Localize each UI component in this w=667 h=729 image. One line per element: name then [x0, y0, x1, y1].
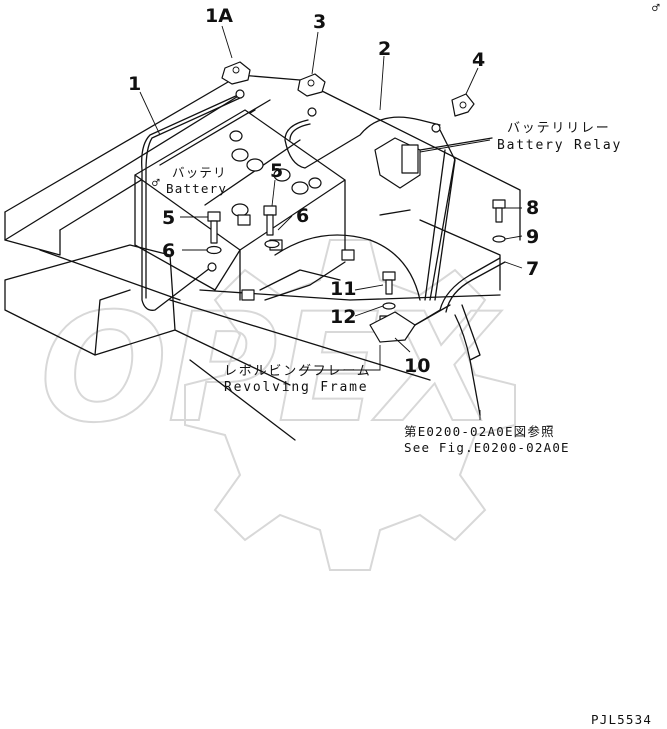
washer-9-icon	[492, 235, 506, 243]
callout-8: 8	[526, 197, 539, 219]
leader-lines	[139, 25, 523, 420]
callout-3: 3	[313, 11, 326, 33]
callout-11: 11	[330, 278, 356, 300]
watermark-text: OPEX	[40, 282, 502, 456]
callout-7: 7	[526, 258, 539, 280]
callout-5a: 5	[162, 207, 175, 229]
cable-1	[141, 94, 239, 311]
connector-10-icon	[369, 311, 416, 343]
callout-1: 1	[128, 73, 141, 95]
frame-label-en: Revolving Frame	[224, 380, 368, 395]
bolt-8-icon	[492, 199, 506, 223]
callouts: 1A 3 1 2 4 5 5 6 6 8 9 7 11 12 10	[128, 5, 539, 377]
battery-label-en: Battery	[166, 181, 227, 196]
callout-9: 9	[526, 226, 539, 248]
washer-12-icon	[382, 302, 396, 310]
terminal-3-icon	[297, 73, 326, 97]
callout-10: 10	[404, 355, 430, 377]
callout-4: 4	[472, 49, 485, 71]
washer-6b-icon	[264, 239, 280, 249]
battery-label-jp: バッテリ	[172, 165, 227, 180]
callout-2: 2	[378, 38, 391, 60]
drawing-code: PJL5534	[591, 712, 652, 727]
callout-6b: 6	[296, 205, 309, 227]
relay-label-jp: バッテリリレー	[507, 121, 611, 136]
frame-label-jp: レボルビングフレーム	[224, 364, 372, 379]
cable-2	[284, 116, 441, 169]
bolt-5a-icon	[207, 211, 221, 244]
callout-1A: 1A	[205, 5, 233, 27]
washer-6a-icon	[206, 245, 222, 255]
bolt-11-icon	[382, 271, 396, 295]
callout-12: 12	[330, 306, 356, 328]
callout-6a: 6	[162, 240, 175, 262]
battery-mark: ♂	[152, 175, 161, 190]
watermark-gear-icon	[184, 239, 516, 571]
relay-label-en: Battery Relay	[497, 138, 622, 153]
bolt-5b-icon	[263, 205, 277, 236]
cable-3	[274, 234, 421, 301]
ref-label-en: See Fig.E0200-02A0E	[404, 440, 570, 455]
corner-mark: ♂	[652, 0, 661, 15]
cables	[141, 89, 506, 416]
watermark: OPEX	[39, 239, 516, 571]
small-parts	[206, 61, 506, 343]
terminal-4-icon	[451, 93, 475, 117]
ref-label-jp: 第E0200-02A0E図参照	[404, 424, 555, 439]
callout-5b: 5	[270, 160, 283, 182]
text-labels: バッテリ Battery バッテリリレー Battery Relay レボルビン…	[152, 0, 661, 727]
battery-box	[134, 99, 393, 327]
